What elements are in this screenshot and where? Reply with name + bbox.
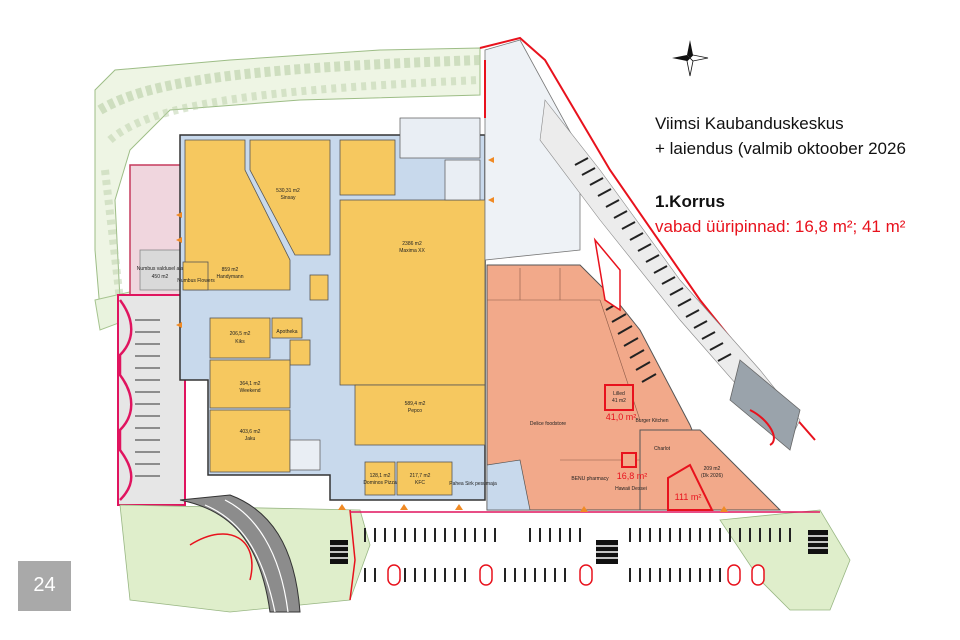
label-numbus: Numbus Flowers	[177, 278, 215, 284]
unit-weekend	[209, 359, 291, 409]
label-handymann-area: 859 m2	[222, 267, 239, 273]
right-parking	[539, 99, 801, 451]
unit-small-b	[309, 274, 329, 301]
vacant-unit-111	[667, 463, 714, 511]
unit-small-a	[289, 339, 311, 366]
label-maxima: Maxima XX	[399, 248, 425, 254]
entrance-markers	[176, 157, 728, 512]
floor-title: 1.Korrus	[655, 192, 725, 211]
label-jaku: Jaku	[245, 436, 256, 442]
label-east-area: 209 m2	[704, 466, 721, 472]
unit-numbus	[182, 261, 209, 291]
label-delice: Delice foodstore	[530, 421, 566, 427]
south-green-right	[719, 509, 851, 611]
label-domino-area: 128,1 m2	[370, 473, 391, 479]
label-lilled: Lilled	[613, 391, 625, 397]
label-lilled-area: 41 m2	[612, 398, 626, 404]
label-kfc-area: 217,7 m2	[410, 473, 431, 479]
label-east: (Dk 2026)	[701, 473, 723, 479]
corridor-entrance	[486, 459, 531, 511]
label-jaku-area: 403,6 m2	[240, 429, 261, 435]
label-benu: BENU pharmacy	[571, 476, 609, 482]
north-plaza	[484, 39, 581, 261]
road-markings	[204, 499, 289, 613]
unit-apotheka	[271, 317, 303, 339]
unit-pepco	[354, 384, 486, 446]
south-parking	[364, 528, 791, 582]
access-road	[179, 494, 301, 613]
vacant-label-41: 41,0 m²	[606, 412, 637, 422]
label-sinsay-area: 530,31 m2	[276, 188, 300, 194]
left-parking	[117, 294, 186, 506]
back-rooms	[289, 117, 481, 471]
page-number: 24	[33, 574, 56, 596]
red-boundary-south	[189, 509, 356, 601]
unit-kiks	[209, 317, 271, 359]
vacant-label-111: 111 m²	[675, 492, 702, 502]
label-weekend: Weekend	[239, 388, 260, 394]
unit-maxima	[339, 199, 486, 386]
label-maxima-area: 2386 m2	[402, 241, 422, 247]
vacant-label-16: 16,8 m²	[617, 471, 648, 481]
label-kiks: Kiks	[235, 339, 245, 345]
vacant-areas-text: vabad üüripinnad: 16,8 m²; 41 m²	[655, 217, 906, 236]
crosswalk-stripes	[330, 535, 828, 559]
label-kfc: KFC	[415, 480, 425, 486]
label-sinsay: Sinsay	[280, 195, 296, 201]
unit-kfc	[396, 461, 453, 496]
label-hawaii: Hawaii Dessei	[615, 486, 647, 492]
label-pepco: Pepco	[408, 408, 422, 414]
unit-domino	[364, 461, 396, 496]
vacant-unit-16	[621, 452, 637, 468]
label-parking-yard-area: 450 m2	[152, 274, 169, 280]
unit-sinsay	[249, 139, 331, 256]
page-number-badge: 24	[18, 561, 78, 615]
label-parking-yard: Numbus valdusel ala	[137, 266, 184, 272]
label-charlot: Charlot	[654, 446, 671, 452]
title-line-2: + laiendus (valmib oktoober 2026	[655, 139, 906, 158]
label-weekend-area: 364,1 m2	[240, 381, 261, 387]
label-pepco-area: 589,4 m2	[405, 401, 426, 407]
label-kiks-area: 206,5 m2	[230, 331, 251, 337]
label-burger: Burger Kitchen	[635, 418, 668, 424]
vacant-unit-41	[604, 384, 634, 411]
label-handymann: Handymann	[217, 274, 244, 280]
unit-service	[339, 139, 396, 196]
parking-islands	[387, 564, 765, 586]
title-line-1: Viimsi Kaubanduskeskus	[655, 114, 844, 133]
compass-icon	[672, 40, 709, 77]
label-pahea: Pahea Sirk pesumaja	[449, 481, 497, 487]
label-domino: Dominos Pizza	[363, 480, 397, 486]
unit-jaku	[209, 409, 291, 473]
label-apotheka: Apotheka	[276, 329, 297, 335]
